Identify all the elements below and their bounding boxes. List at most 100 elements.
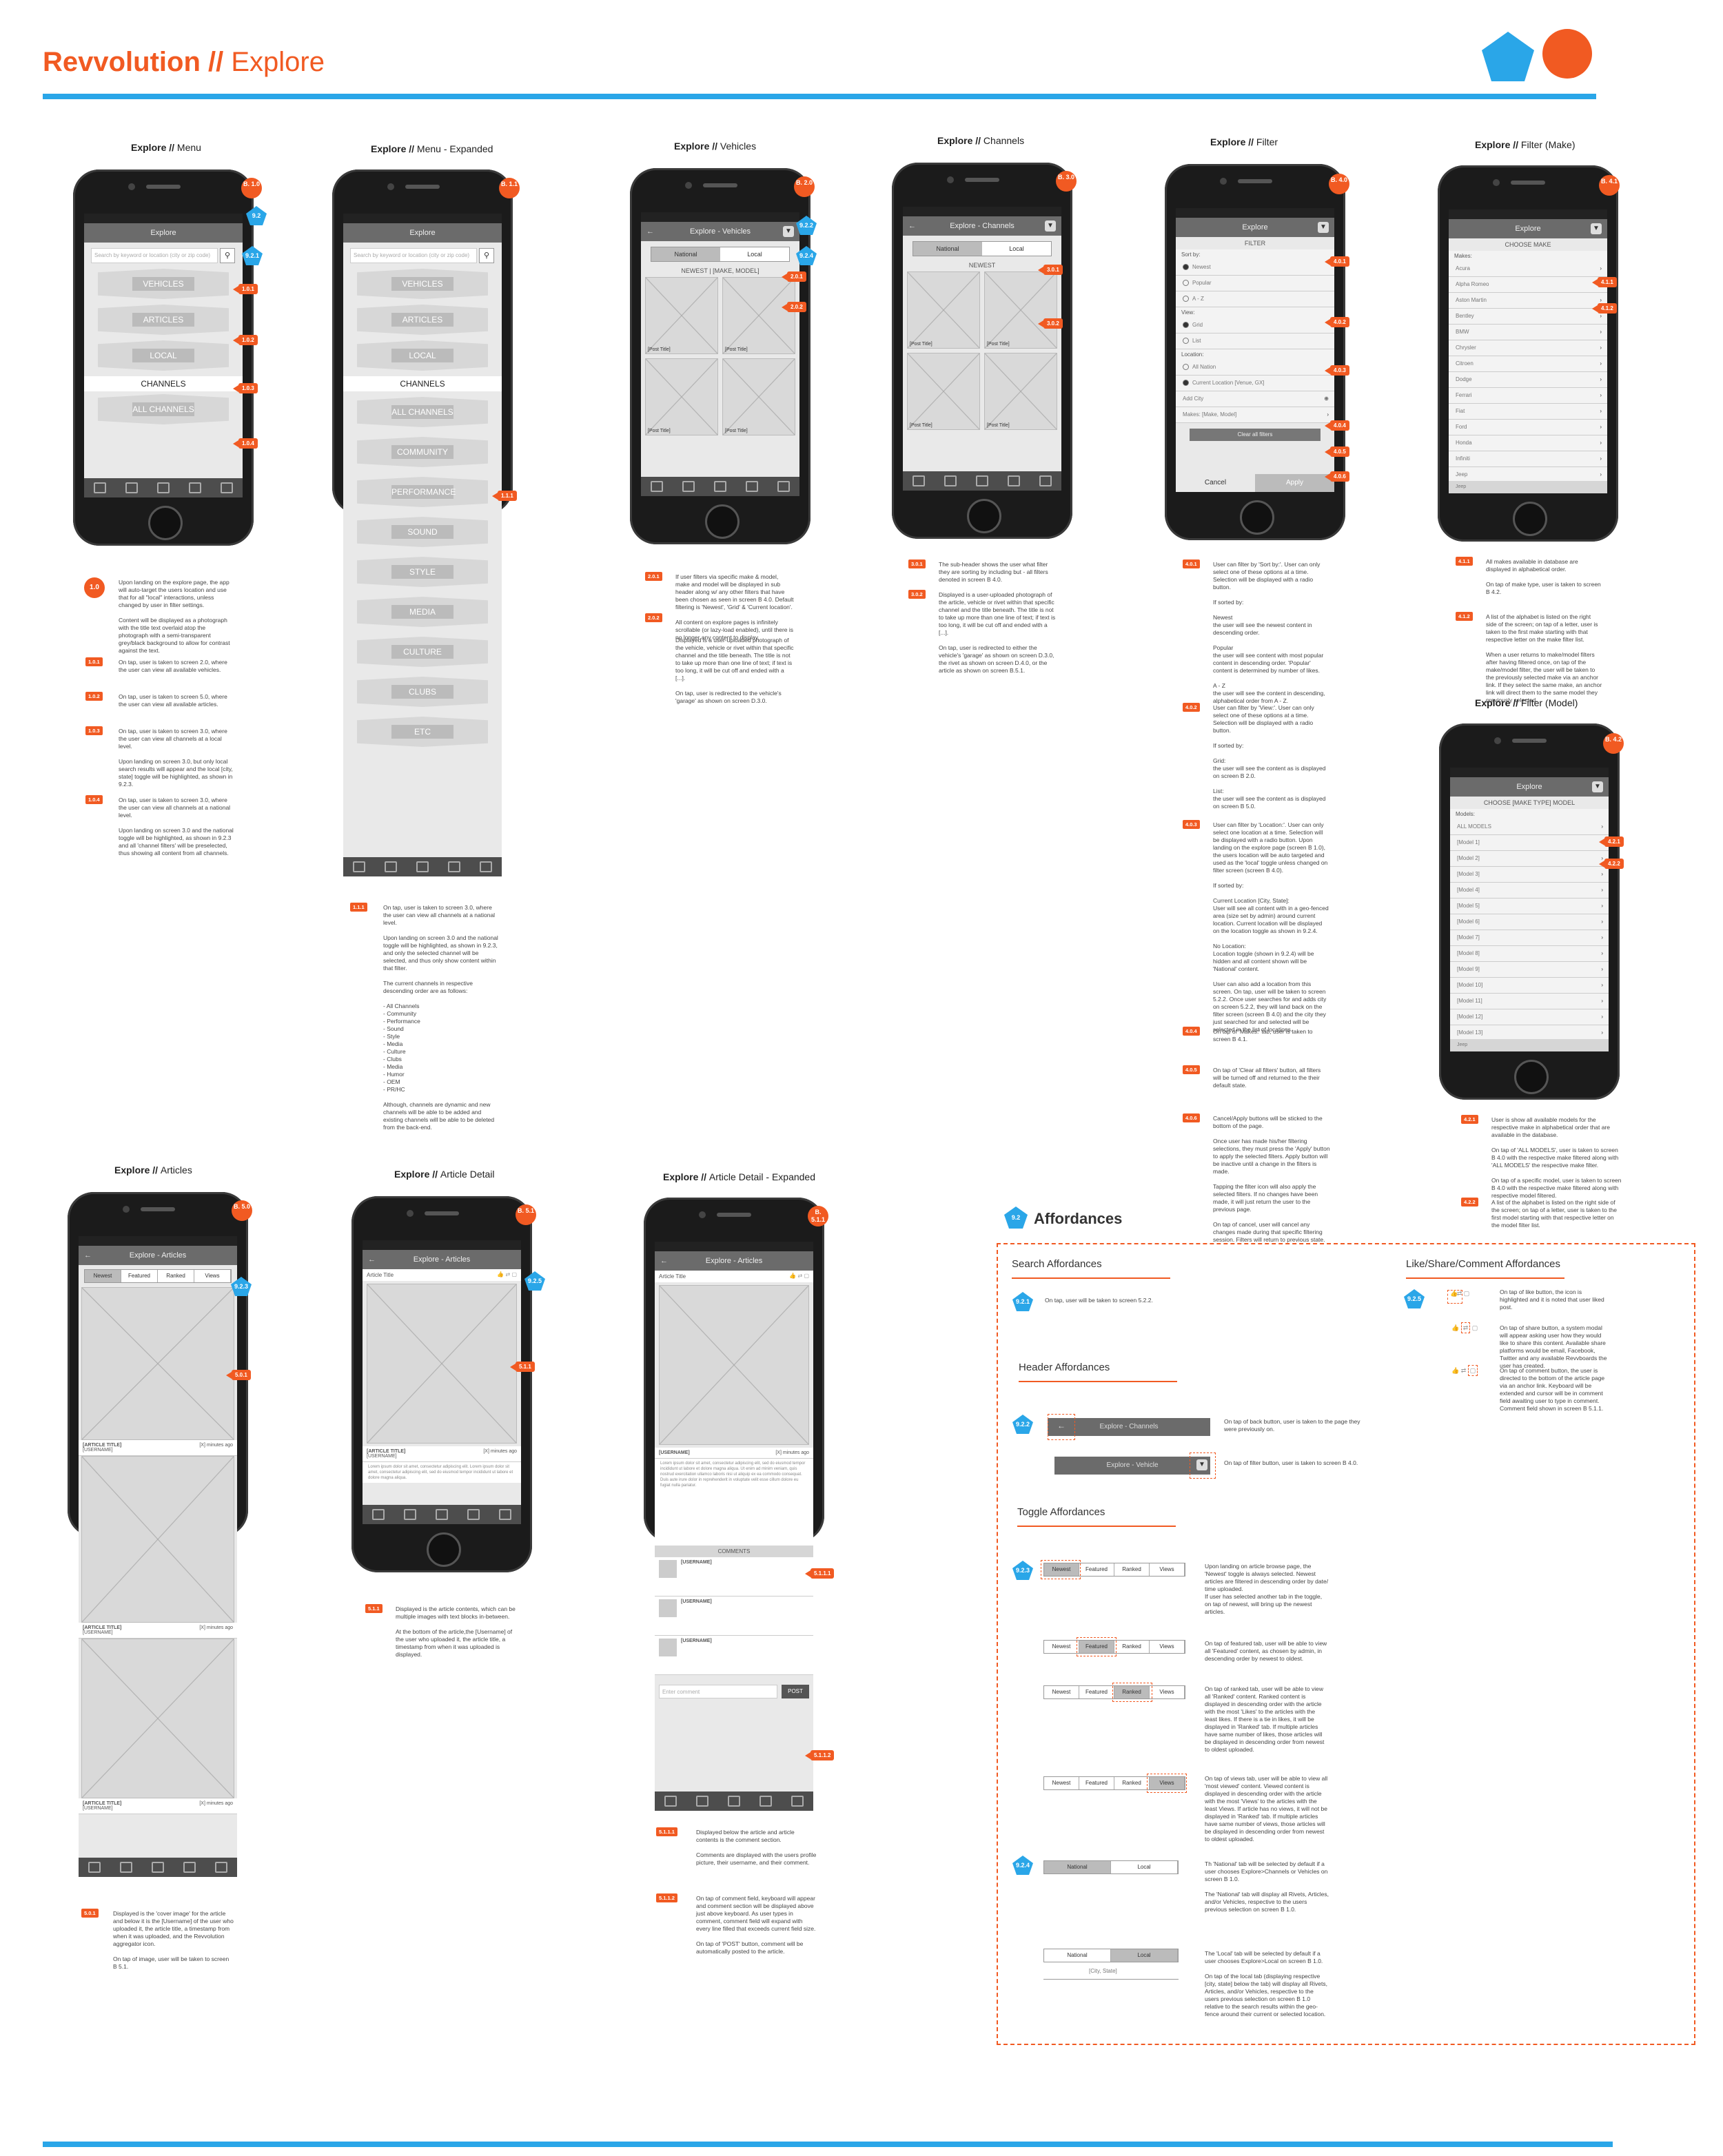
- make-list-item[interactable]: Acura›: [1449, 261, 1607, 277]
- bottom-tab-bar[interactable]: [343, 857, 502, 876]
- bottom-tab-bar[interactable]: [84, 478, 243, 497]
- menu-item-culture[interactable]: CULTURE: [357, 637, 488, 667]
- make-list-item[interactable]: Ferrari›: [1449, 388, 1607, 404]
- make-list-item[interactable]: BMW›: [1449, 325, 1607, 340]
- list-icon[interactable]: [189, 482, 201, 493]
- model-list-item[interactable]: [Model 6]›: [1450, 914, 1609, 930]
- comment-icon[interactable]: ▢: [511, 1271, 517, 1277]
- feed-icon[interactable]: [221, 482, 233, 493]
- channel-tile[interactable]: [Post Title]: [907, 353, 980, 430]
- share-icon[interactable]: ⇄: [797, 1273, 803, 1279]
- list-icon[interactable]: [759, 1796, 772, 1807]
- search-icon[interactable]: ⚲: [220, 248, 235, 263]
- toggle-local[interactable]: Local: [982, 242, 1051, 256]
- bottom-tab-bar[interactable]: [641, 477, 799, 496]
- menu-item-sound[interactable]: SOUND: [357, 517, 488, 547]
- explore-icon[interactable]: [385, 861, 397, 872]
- feed-icon[interactable]: [499, 1509, 511, 1520]
- menu-item-all-channels[interactable]: ALL CHANNELS: [98, 394, 229, 424]
- article-cover-image[interactable]: [81, 1287, 234, 1440]
- home-icon[interactable]: [651, 481, 663, 492]
- search-input[interactable]: Search by keyword or location (city or z…: [350, 248, 494, 263]
- explore-icon[interactable]: [682, 481, 695, 492]
- make-list-item[interactable]: Alpha Romeo›: [1449, 277, 1607, 293]
- menu-item-articles[interactable]: ARTICLES: [98, 305, 229, 335]
- vehicle-tile[interactable]: [Post Title]: [645, 277, 718, 354]
- search-input[interactable]: Search by keyword or location (city or z…: [91, 248, 235, 263]
- feed-icon[interactable]: [1039, 475, 1052, 486]
- back-icon[interactable]: ←: [84, 1251, 92, 1260]
- like-icon[interactable]: 👍: [789, 1273, 797, 1279]
- camera-icon[interactable]: [976, 475, 988, 486]
- post-button[interactable]: POST: [782, 1685, 809, 1698]
- home-icon[interactable]: [353, 861, 365, 872]
- camera-icon[interactable]: [152, 1862, 164, 1873]
- make-list-item[interactable]: Chrysler›: [1449, 340, 1607, 356]
- back-icon[interactable]: ←: [1057, 1421, 1066, 1430]
- list-icon[interactable]: [448, 861, 460, 872]
- vehicle-tile[interactable]: [Post Title]: [645, 358, 718, 435]
- comment-icon[interactable]: ▢: [804, 1273, 809, 1279]
- menu-item-vehicles[interactable]: VEHICLES: [98, 269, 229, 299]
- list-item[interactable]: [ARTICLE TITLE] [X] minutes ago[USERNAME…: [79, 1798, 237, 1814]
- back-icon[interactable]: ←: [646, 227, 654, 236]
- makes-row[interactable]: Makes: [Make, Model]›: [1176, 407, 1334, 423]
- bottom-tab-bar[interactable]: [363, 1505, 521, 1524]
- list-icon[interactable]: [183, 1862, 196, 1873]
- tab-featured[interactable]: Featured: [121, 1270, 158, 1282]
- model-list-item[interactable]: [Model 2]›: [1450, 851, 1609, 867]
- make-list-item[interactable]: Ford›: [1449, 420, 1607, 435]
- toggle-local[interactable]: Local: [720, 247, 789, 261]
- bottom-tab-bar[interactable]: [655, 1791, 813, 1811]
- sort-option-az[interactable]: A - Z: [1176, 291, 1334, 307]
- model-list-item[interactable]: [Model 3]›: [1450, 867, 1609, 883]
- menu-item-articles[interactable]: ARTICLES: [357, 305, 488, 335]
- menu-item-performance[interactable]: PERFORMANCE: [357, 477, 488, 507]
- model-list-item[interactable]: [Model 8]›: [1450, 946, 1609, 962]
- explore-icon[interactable]: [125, 482, 138, 493]
- menu-item-clubs[interactable]: CLUBS: [357, 677, 488, 707]
- home-icon[interactable]: [913, 475, 925, 486]
- tab-ranked[interactable]: Ranked: [158, 1270, 194, 1282]
- like-icon[interactable]: 👍: [497, 1271, 504, 1277]
- menu-item-media[interactable]: MEDIA: [357, 597, 488, 627]
- menu-item-channels[interactable]: CHANNELS: [343, 376, 502, 391]
- like-icon[interactable]: 👍: [1450, 1290, 1458, 1297]
- comment-input[interactable]: Enter comment: [659, 1685, 777, 1698]
- list-item[interactable]: [ARTICLE TITLE] [X] minutes ago[USERNAME…: [79, 1440, 237, 1456]
- feed-icon[interactable]: [777, 481, 790, 492]
- channel-tile[interactable]: [Post Title]: [984, 353, 1057, 430]
- list-icon[interactable]: [1008, 475, 1020, 486]
- comment-icon[interactable]: ▢: [1467, 1365, 1478, 1376]
- camera-icon[interactable]: [416, 861, 429, 872]
- model-list-item[interactable]: [Model 1]›: [1450, 835, 1609, 851]
- feed-icon[interactable]: [791, 1796, 804, 1807]
- model-list-item[interactable]: [Model 12]›: [1450, 1009, 1609, 1025]
- filter-icon[interactable]: ▼: [783, 226, 794, 237]
- explore-icon[interactable]: [696, 1796, 708, 1807]
- camera-icon[interactable]: [714, 481, 726, 492]
- view-option-grid[interactable]: Grid: [1176, 318, 1334, 333]
- view-option-list[interactable]: List: [1176, 333, 1334, 349]
- make-list-item[interactable]: Fiat›: [1449, 404, 1607, 420]
- camera-icon[interactable]: [728, 1796, 740, 1807]
- tab-views[interactable]: Views: [194, 1270, 231, 1282]
- channel-tile[interactable]: [Post Title]: [984, 271, 1057, 349]
- menu-item-all-channels[interactable]: ALL CHANNELS: [357, 397, 488, 427]
- share-icon[interactable]: ⇄: [1460, 1322, 1471, 1333]
- add-city-row[interactable]: Add City⊕: [1176, 391, 1334, 407]
- menu-item-etc[interactable]: ETC: [357, 717, 488, 747]
- make-list-item[interactable]: Aston Martin›: [1449, 293, 1607, 309]
- channel-tile[interactable]: [Post Title]: [907, 271, 980, 349]
- model-list-item[interactable]: [Model 11]›: [1450, 994, 1609, 1009]
- share-icon[interactable]: ⇄: [505, 1271, 511, 1277]
- tab-newest[interactable]: Newest: [85, 1270, 121, 1282]
- camera-icon[interactable]: [157, 482, 170, 493]
- clear-filters-button[interactable]: Clear all filters: [1190, 429, 1321, 441]
- sort-option-popular[interactable]: Popular: [1176, 276, 1334, 291]
- filter-icon[interactable]: ▼: [1592, 781, 1603, 792]
- location-option-nation[interactable]: All Nation: [1176, 360, 1334, 376]
- home-icon[interactable]: [88, 1862, 101, 1873]
- filter-icon[interactable]: ▼: [1196, 1459, 1207, 1470]
- filter-icon[interactable]: ▼: [1318, 222, 1329, 233]
